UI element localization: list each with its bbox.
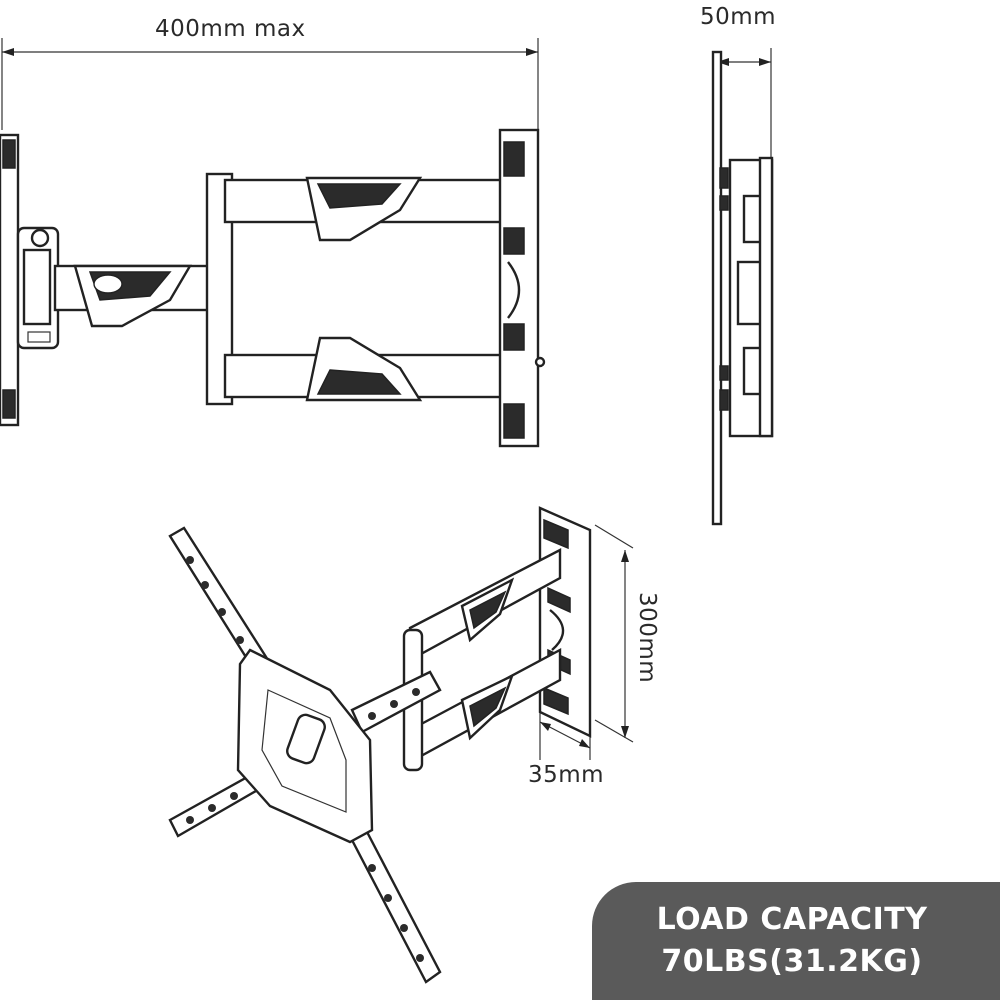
vesa-arm-bottom-right xyxy=(350,828,442,984)
tv-plate-curve xyxy=(507,261,521,319)
vesa-center-mount-hole xyxy=(286,713,326,765)
vesa-arm-top-left xyxy=(168,526,270,672)
side-wall-plate xyxy=(758,156,774,438)
arrowhead-right xyxy=(526,48,538,56)
perspective-view: 300mm 35mm xyxy=(168,506,660,984)
height-extension-top xyxy=(594,524,634,549)
height-arrowhead-top xyxy=(621,550,629,562)
plate-depth-arrow-right xyxy=(579,739,590,748)
height-arrowhead-bottom xyxy=(621,726,629,738)
height-extension-bottom xyxy=(594,719,634,743)
pivot-knob xyxy=(30,228,50,248)
tv-plate-clamp-4 xyxy=(503,403,525,439)
tv-plate-pin xyxy=(534,356,546,368)
height-label: 300mm xyxy=(634,592,660,683)
side-tv-plate xyxy=(711,50,723,526)
side-screw-1 xyxy=(719,167,729,189)
plate-depth-arrow-left xyxy=(540,722,551,731)
vesa-slot-holes xyxy=(186,556,424,962)
arrowhead-left xyxy=(2,48,14,56)
wall-plate-bolt-top xyxy=(2,139,16,169)
depth-arrowhead-right xyxy=(759,58,771,66)
load-capacity-badge: LOAD CAPACITY 70LBS(31.2KG) xyxy=(592,882,1000,1000)
pivot-block xyxy=(22,248,52,326)
perspective-lower-cover-insert xyxy=(469,686,507,728)
load-capacity-title: LOAD CAPACITY xyxy=(656,902,928,937)
tv-plate-clamp-3 xyxy=(503,323,525,351)
depth-arrowhead-left xyxy=(717,58,729,66)
upper-arm-cover-insert xyxy=(316,183,402,209)
wall-plate-bolt-bottom xyxy=(2,389,16,419)
perspective-plate-clamp-mid xyxy=(547,586,571,614)
depth-min-label: 50mm xyxy=(700,4,776,30)
brand-logo-emblem xyxy=(93,274,123,294)
width-max-label: 400mm max xyxy=(155,16,306,42)
top-view-extended-arm: 400mm max xyxy=(0,16,546,448)
plate-depth-label: 35mm xyxy=(528,762,604,788)
wall-plate-left xyxy=(0,133,20,427)
side-screw-3 xyxy=(719,365,729,381)
vesa-center-plate-inner xyxy=(261,689,347,813)
load-capacity-value: 70LBS(31.2KG) xyxy=(661,944,923,979)
perspective-plate-curve xyxy=(549,609,565,651)
side-screw-2 xyxy=(719,195,729,211)
tv-plate-clamp-1 xyxy=(503,141,525,177)
side-view-folded: 50mm xyxy=(700,4,776,526)
perspective-upper-cover-insert xyxy=(469,590,507,630)
tv-plate-clamp-2 xyxy=(503,227,525,255)
lower-arm-cover-insert xyxy=(316,369,402,395)
perspective-plate-clamp-bottom xyxy=(543,686,569,716)
perspective-plate-clamp-top xyxy=(543,518,569,550)
pivot-slot xyxy=(27,331,51,343)
side-screw-4 xyxy=(719,389,729,411)
